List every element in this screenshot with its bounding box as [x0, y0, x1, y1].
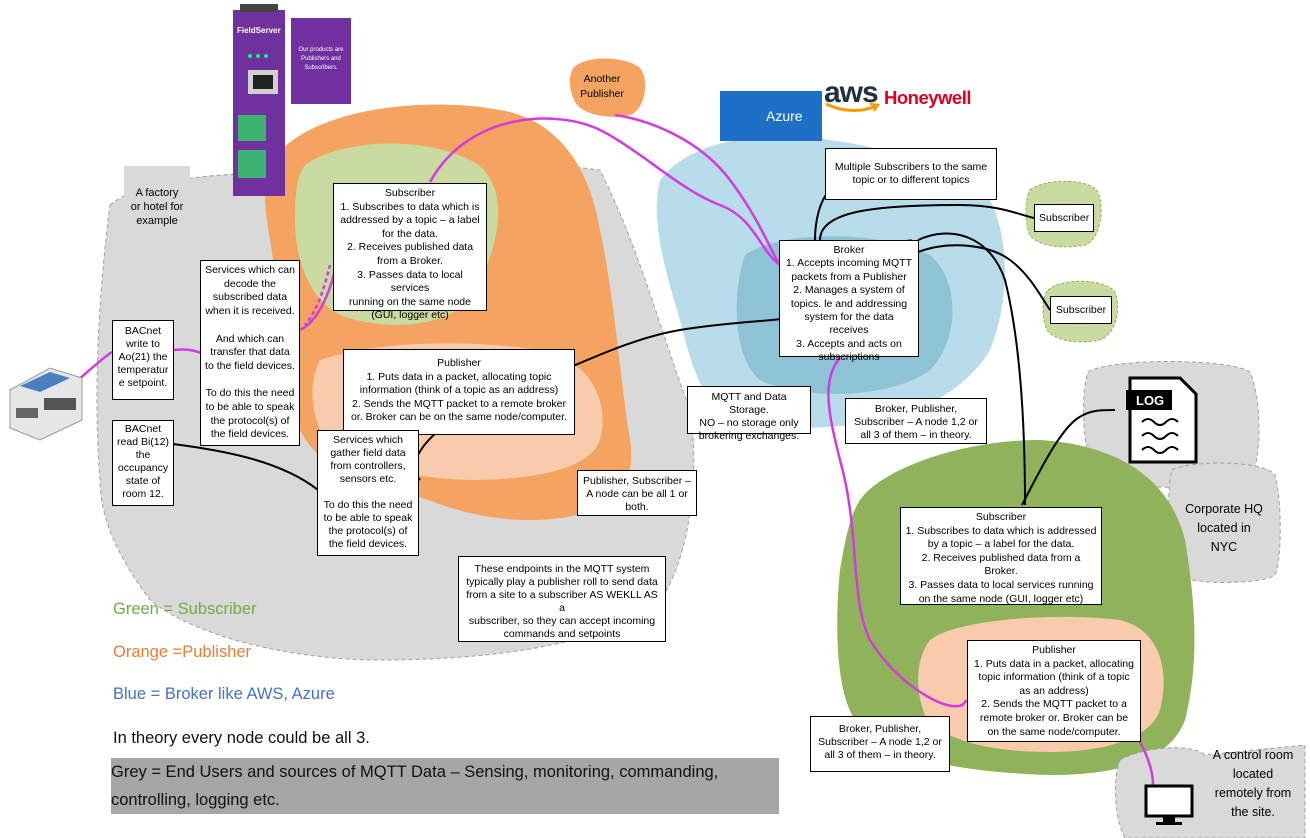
legend-theory: In theory every node could be all 3.: [113, 729, 370, 747]
endpoints-box: These endpoints in the MQTT system typic…: [458, 556, 666, 642]
bps-bottom-box: Broker, Publisher, Subscriber – A node 1…: [810, 716, 950, 772]
connector-black-publisher-broker: [413, 317, 791, 481]
legend-grey: Grey = End Users and sources of MQTT Dat…: [111, 758, 779, 814]
connector-purple-anotherpub-broker: [614, 113, 782, 266]
connector-black-subright-log: [1021, 409, 1116, 506]
connector-black-broker-subright: [917, 232, 1026, 506]
bps-mid-box: Broker, Publisher, Subscriber – A node 1…: [845, 398, 987, 444]
connector-purple-dashed-subscriber: [304, 264, 332, 326]
control-room-label: A control room located remotely from the…: [1212, 748, 1294, 819]
fieldserver-logo-text: FieldServer: [237, 26, 281, 35]
corporate-hq-label: Corporate HQ located in NYC: [1185, 502, 1263, 554]
connector-black-bacnet-services: [172, 443, 319, 491]
services-gather-box: Services which gather field data from co…: [317, 430, 419, 556]
honeywell-logo: Honeywell: [884, 87, 972, 108]
aws-smile-icon: [825, 102, 881, 112]
log-label: LOG: [1136, 393, 1164, 408]
bacnet-read-box: BACnet read Bi(12) the occupancy state o…: [112, 420, 174, 506]
pub-sub-node-box: Publisher, Subscriber – A node can be al…: [577, 470, 697, 516]
legend-orange: Orange =Publisher: [113, 643, 252, 661]
log-file-icon: [1126, 376, 1198, 464]
azure-logo: Azure: [720, 91, 822, 141]
bacnet-controller-device: [9, 367, 83, 441]
connector-black-broker-sub2: [917, 244, 1051, 311]
products-note: Our products are Publishers and Subscrib…: [291, 18, 351, 104]
subscriber-small-1-box: Subscriber: [1034, 204, 1094, 232]
broker-box: Broker 1. Accepts incoming MQTT packets …: [779, 240, 919, 363]
fieldserver-device: [233, 4, 285, 196]
subscriber-right-box: Subscriber 1. Subscribes to data which i…: [900, 507, 1102, 605]
mqtt-storage-box: MQTT and Data Storage. NO – no storage o…: [687, 386, 811, 442]
another-publisher-label: Another Publisher: [580, 73, 624, 100]
factory-label: A factory or hotel for example: [124, 166, 190, 252]
orange-another-publisher-region: [569, 58, 646, 117]
legend-blue: Blue = Broker like AWS, Azure: [113, 685, 335, 703]
legend-green: Green = Subscriber: [113, 600, 257, 618]
publisher-right-box: Publisher 1. Puts data in a packet, allo…: [967, 640, 1141, 742]
publisher-left-box: Publisher 1. Puts data in a packet, allo…: [343, 349, 575, 435]
multi-subscribers-box: Multiple Subscribers to the same topic o…: [825, 148, 997, 200]
subscriber-small-2-box: Subscriber: [1050, 296, 1112, 324]
subscriber-left-box: Subscriber 1. Subscribes to data which i…: [333, 183, 487, 321]
connector-purple-subscriber-broker: [428, 117, 791, 272]
services-decode-box: Services which can decode the subscribed…: [200, 260, 300, 446]
azure-logo-text: Azure: [766, 108, 803, 124]
bacnet-write-box: BACnet write to Ao(21) the temperatur e …: [112, 320, 174, 400]
connector-black-broker-sub1: [819, 203, 1035, 241]
monitor-icon: [1144, 784, 1194, 825]
aws-logo: aws: [824, 76, 879, 109]
connector-purple-broker-publisher-right: [827, 357, 968, 708]
